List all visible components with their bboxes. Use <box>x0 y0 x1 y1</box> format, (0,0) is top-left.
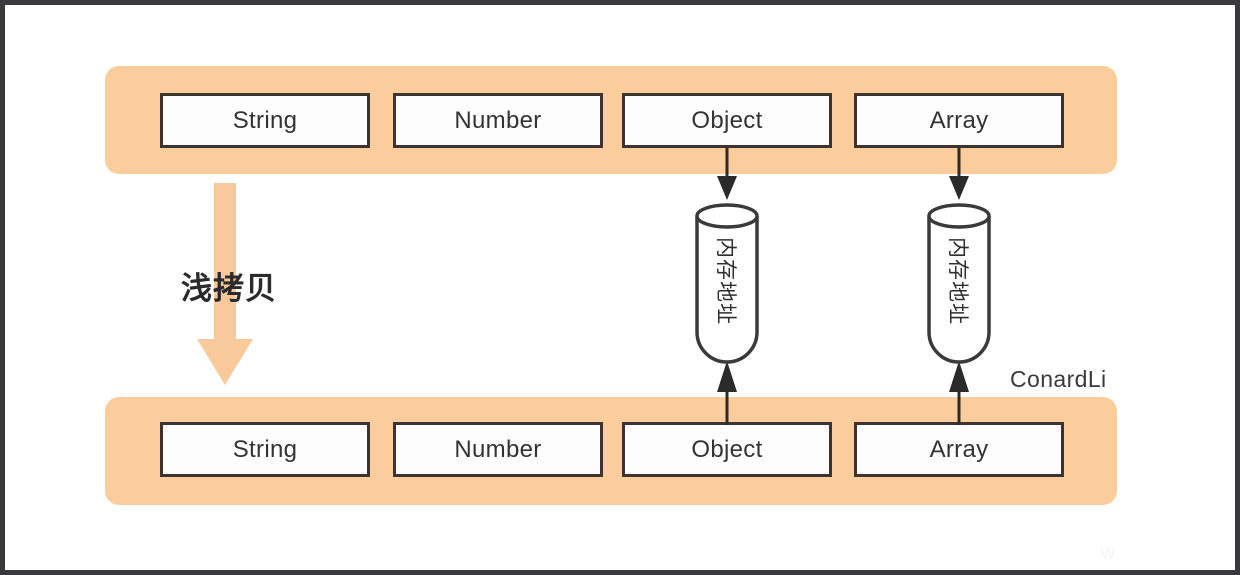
copied-box-array: Array <box>854 422 1064 477</box>
faint-watermark: w <box>1101 543 1115 564</box>
source-box-string-label: String <box>232 106 298 134</box>
source-box-string: String <box>160 93 370 148</box>
connector-object-to-memory-icon <box>714 148 740 203</box>
source-box-number-label: Number <box>454 106 542 134</box>
source-box-array-label: Array <box>929 106 989 134</box>
connector-array-to-memory-icon <box>946 148 972 203</box>
source-box-object: Object <box>622 93 832 148</box>
copied-box-object-label: Object <box>691 435 763 463</box>
copied-box-number-label: Number <box>454 435 542 463</box>
cylinder-icon <box>927 203 991 364</box>
source-box-array: Array <box>854 93 1064 148</box>
copied-box-string-label: String <box>232 435 298 463</box>
memory-cell-object: 内存地址 <box>691 198 763 364</box>
copied-box-number: Number <box>393 422 603 477</box>
cylinder-icon <box>695 203 759 364</box>
shallow-copy-arrow-icon <box>197 183 253 385</box>
source-box-number: Number <box>393 93 603 148</box>
source-box-object-label: Object <box>691 106 763 134</box>
memory-cell-array: 内存地址 <box>923 198 995 364</box>
shallow-copy-label: 浅拷贝 <box>181 271 277 307</box>
copied-box-string: String <box>160 422 370 477</box>
connector-copied-object-to-memory-icon <box>714 359 740 425</box>
copied-box-array-label: Array <box>929 435 989 463</box>
copied-box-object: Object <box>622 422 832 477</box>
author-watermark: ConardLi <box>1010 366 1107 392</box>
connector-copied-array-to-memory-icon <box>946 359 972 425</box>
